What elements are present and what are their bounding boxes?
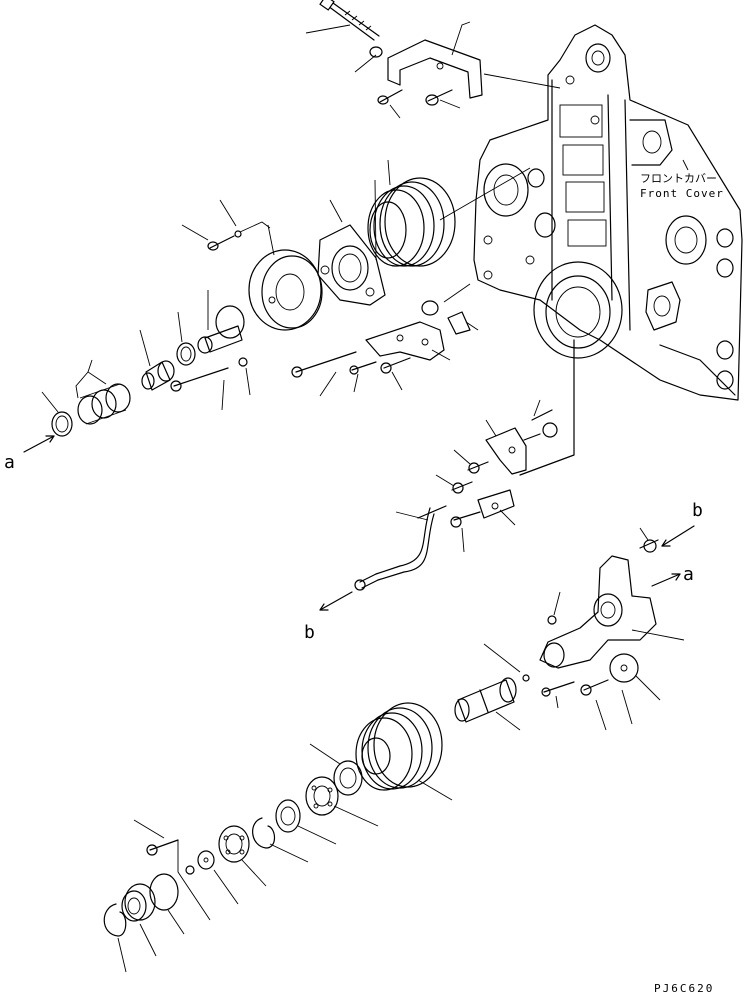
oil-tube-assembly [354, 339, 575, 591]
ref-label-a-left: a [4, 452, 15, 473]
crank-pulley-group [181, 159, 531, 331]
idler-shaft [454, 677, 521, 731]
ref-arrow-a-left: a [4, 435, 55, 473]
ref-label-b-top: b [692, 500, 703, 521]
front-cover-leader [682, 159, 689, 171]
idler-shaft-stack [41, 290, 251, 437]
ref-label-b-bottom: b [304, 622, 315, 643]
idler-arm-assembly [483, 527, 685, 731]
ref-label-a-right: a [683, 564, 694, 585]
center-bracket-assembly [291, 283, 479, 397]
front-cover-label-en: Front Cover [640, 187, 724, 200]
idler-pulley [355, 702, 453, 801]
front-cover-label-jp: フロントカバー [640, 172, 717, 185]
drawing-code: PJ6C620 [654, 982, 714, 995]
ref-arrow-a-right: a [651, 564, 694, 587]
bearing-stack [103, 743, 379, 973]
front-cover-housing [473, 24, 743, 401]
top-bracket-assembly [305, 0, 561, 119]
ref-arrow-b-bottom: b [304, 591, 353, 643]
ref-arrow-b-top: b [661, 500, 703, 547]
